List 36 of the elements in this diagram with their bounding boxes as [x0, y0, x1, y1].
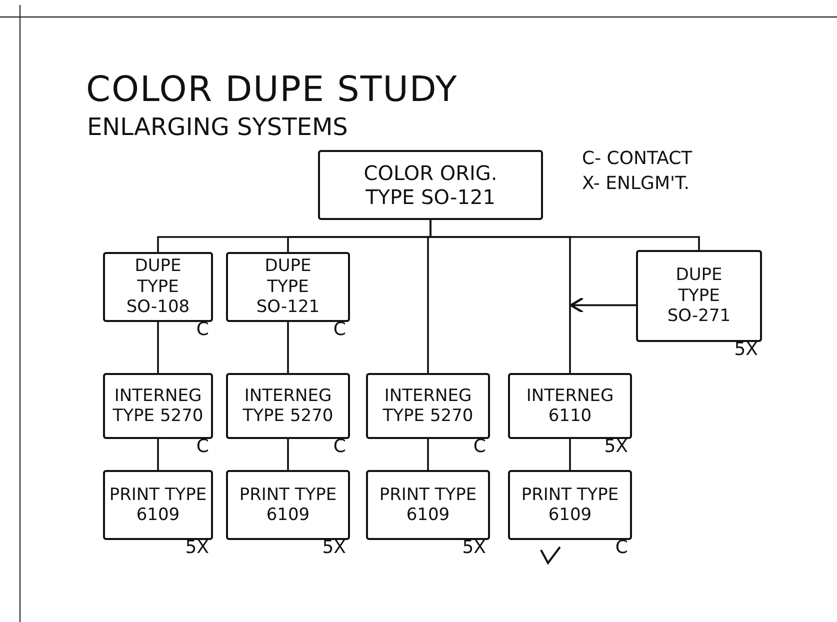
box-text: PRINT TYPE 6109	[378, 484, 478, 526]
process-note: 5X	[322, 538, 346, 558]
subtitle: ENLARGING SYSTEMS	[87, 113, 348, 141]
process-note: C	[333, 320, 346, 340]
legend-note: C- CONTACT	[582, 148, 692, 169]
process-note: C	[333, 437, 346, 457]
process-note: 5X	[185, 538, 209, 558]
connector-line	[157, 322, 159, 373]
connector-line	[430, 220, 700, 250]
box-text: DUPE TYPE SO-108	[125, 256, 191, 318]
box-text: PRINT TYPE 6109	[238, 484, 338, 526]
process-note: 5X	[462, 538, 486, 558]
legend-note: X- ENLGM'T.	[582, 173, 690, 194]
connector-line	[157, 439, 159, 470]
process-note: 5X	[604, 437, 628, 457]
arrow	[570, 297, 636, 314]
box-text: INTERNEG TYPE 5270	[112, 386, 204, 426]
process-note: C	[196, 437, 209, 457]
process-note: C	[196, 320, 209, 340]
box-text: DUPE TYPE SO-121	[255, 256, 321, 318]
title: COLOR DUPE STUDY	[86, 70, 458, 110]
box-text: COLOR ORIG. TYPE SO-121	[362, 161, 498, 209]
connector-line	[427, 439, 429, 470]
connector-line	[569, 439, 571, 470]
connector-line	[287, 322, 289, 373]
process-note: C	[473, 437, 486, 457]
box-text: INTERNEG TYPE 5270	[242, 386, 334, 426]
box-text: DUPE TYPE SO-271	[666, 265, 732, 327]
process-note: C	[615, 538, 628, 558]
process-note: 5X	[734, 340, 758, 360]
box-text: PRINT TYPE 6109	[108, 484, 208, 526]
box-text: INTERNEG 6110	[525, 386, 615, 426]
process-box	[318, 150, 543, 220]
box-text: PRINT TYPE 6109	[520, 484, 620, 526]
connector-line	[287, 439, 289, 470]
box-text: INTERNEG TYPE 5270	[382, 386, 474, 426]
